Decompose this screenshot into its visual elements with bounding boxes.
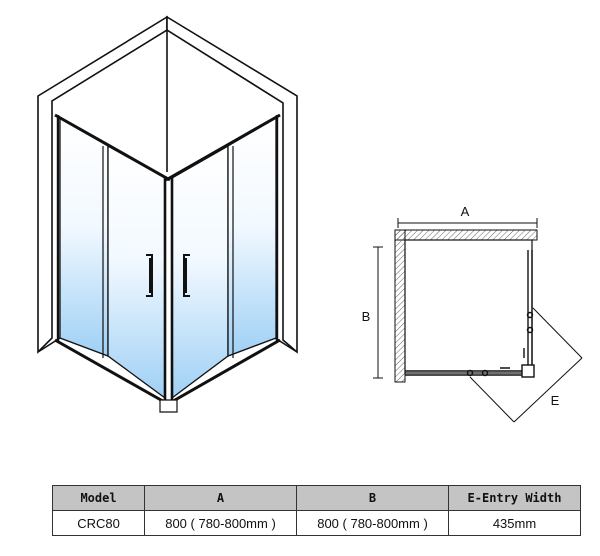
roller-icon — [466, 369, 474, 377]
room-walls — [37, 15, 298, 354]
frame-right-top — [165, 113, 281, 182]
glass-panel-left-outer — [59, 116, 109, 357]
shower-enclosure-illustration — [37, 15, 298, 413]
table-header-row: Model A B E-Entry Width — [52, 485, 581, 511]
wall-left — [394, 229, 406, 383]
dimension-b — [373, 246, 383, 379]
glass-panel-right-inner — [171, 144, 229, 400]
dimension-e — [469, 307, 583, 423]
header-model: Model — [52, 485, 145, 511]
cell-b: 800 ( 780-800mm ) — [296, 510, 449, 536]
dimension-a — [397, 218, 538, 228]
table-row: CRC80 800 ( 780-800mm ) 800 ( 780-800mm … — [52, 510, 581, 536]
plan-view-diagram: A B E — [362, 204, 583, 423]
header-b: B — [296, 485, 449, 511]
plan-walls — [394, 229, 538, 383]
wall-top — [394, 229, 538, 241]
glass-panel-left-inner — [107, 144, 166, 400]
tray-outline — [404, 239, 533, 374]
dimension-label-a: A — [461, 204, 470, 219]
header-a: A — [144, 485, 297, 511]
specification-table: Model A B E-Entry Width CRC80 800 ( 780-… — [52, 485, 581, 536]
dimension-label-e: E — [551, 393, 560, 408]
plan-doors — [405, 250, 535, 378]
dimension-label-b: B — [362, 309, 371, 324]
base-tray-front — [159, 399, 178, 413]
handle-plan-icon — [500, 348, 525, 369]
glass-panel-right-outer — [227, 116, 277, 357]
frame-left-top — [54, 113, 171, 182]
corner-post — [159, 176, 178, 413]
header-entry-width: E-Entry Width — [448, 485, 581, 511]
cell-model: CRC80 — [52, 510, 145, 536]
corner-bracket — [521, 364, 535, 378]
cell-a: 800 ( 780-800mm ) — [144, 510, 297, 536]
handle-right-icon — [183, 254, 190, 297]
frame-left-bottom — [54, 338, 169, 406]
cell-entry-width: 435mm — [448, 510, 581, 536]
door-handles — [146, 254, 190, 297]
enclosure-front-left — [54, 113, 171, 406]
handle-left-icon — [146, 254, 153, 297]
frame-right-bottom — [167, 338, 281, 406]
